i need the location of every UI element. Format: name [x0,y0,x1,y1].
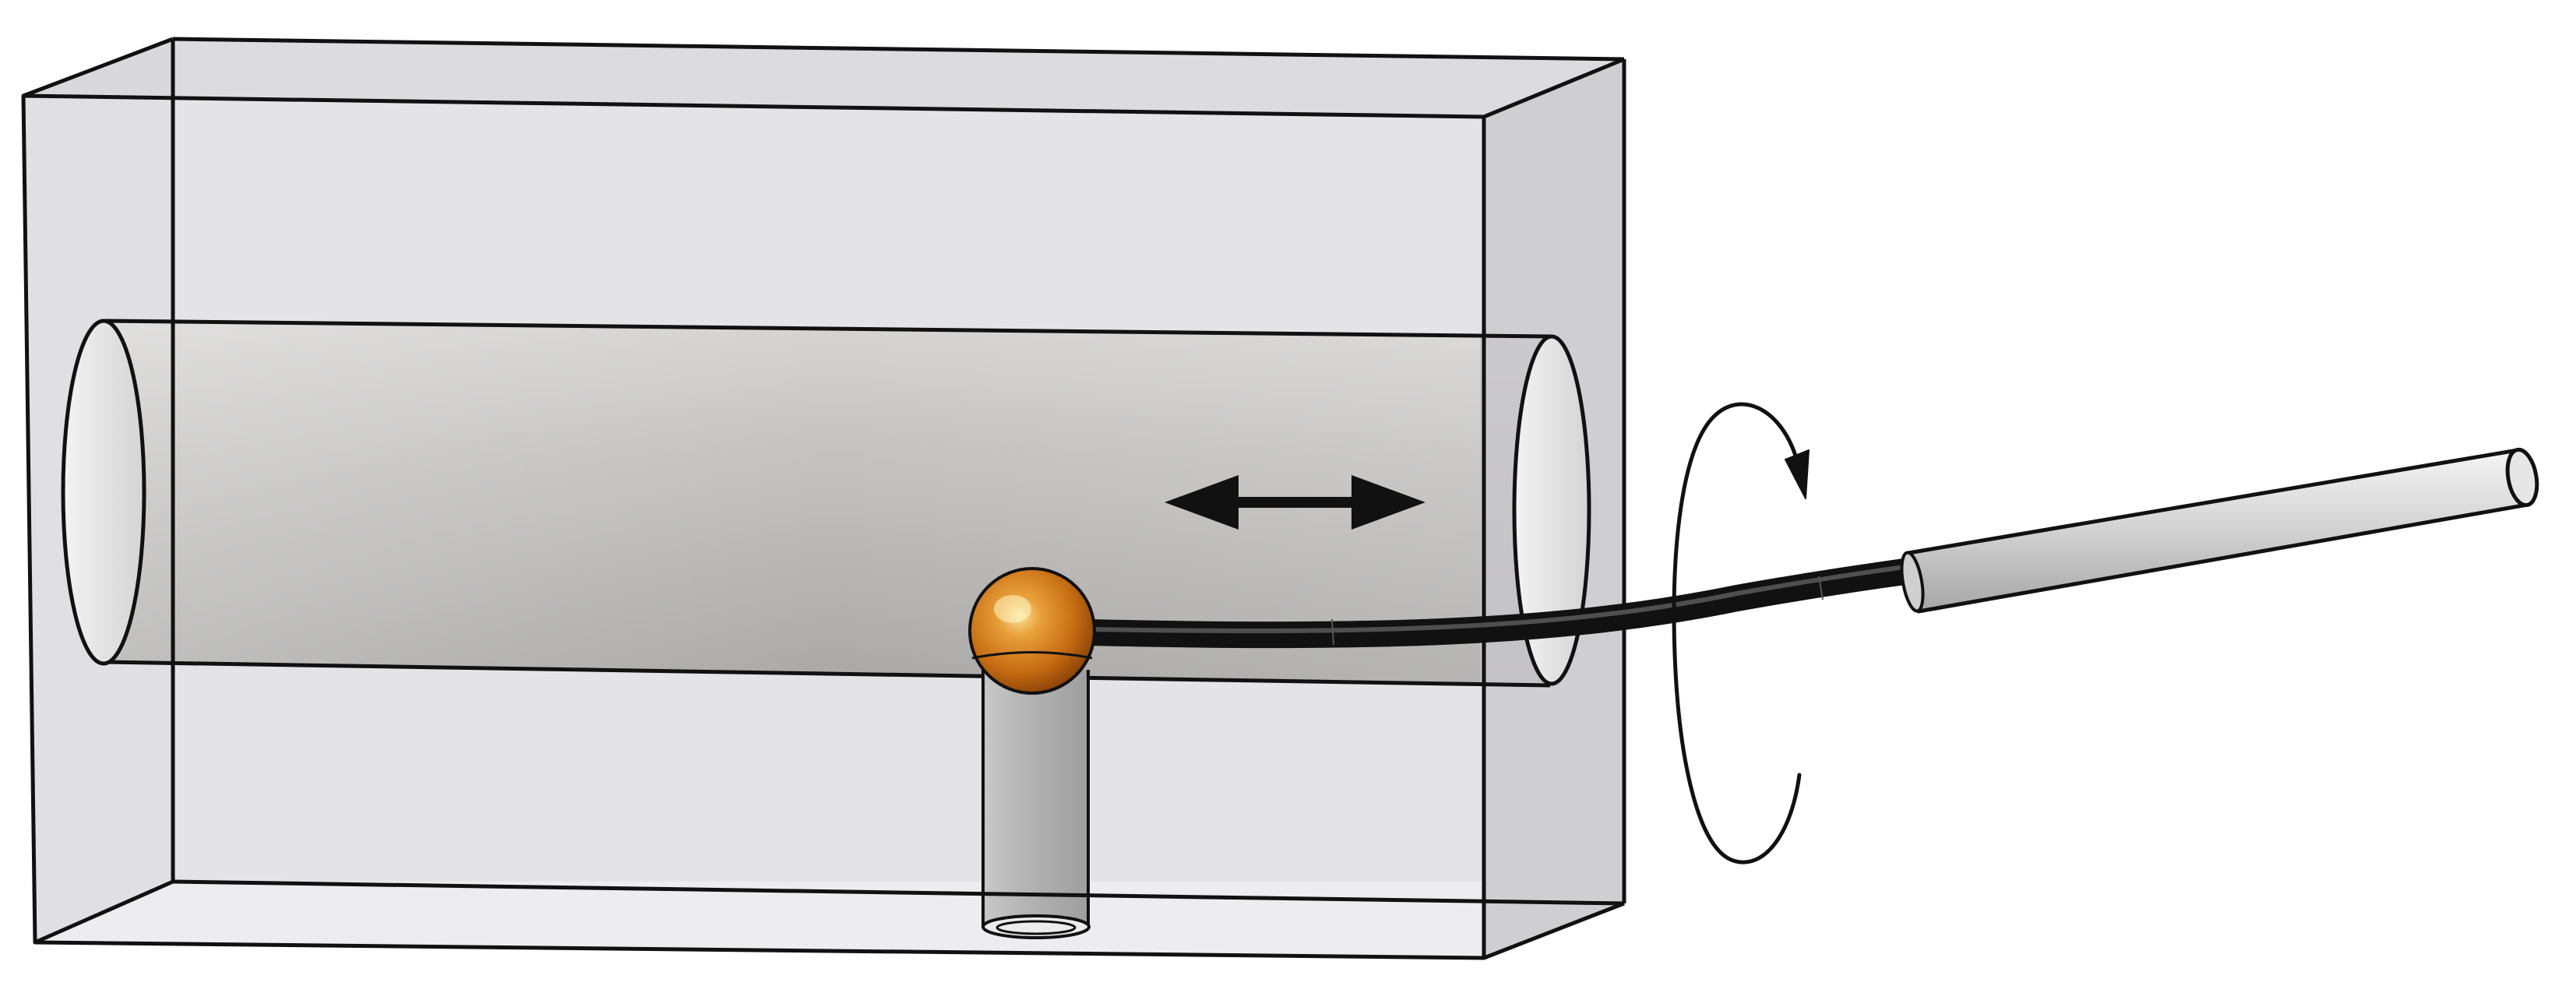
rotation-arrow [1672,402,1810,864]
sphere [968,567,1096,695]
translation-arrow [1165,475,1425,530]
circular-rotation-arrow-icon [1672,402,1802,864]
block-top-face [23,39,1624,117]
bore-right-opening [1512,334,1591,686]
handle-body [1906,448,2530,614]
double-headed-arrow-left-icon [1165,475,1239,530]
copper-ball-icon [968,567,1096,695]
horizontal-bore [61,319,1591,688]
handle [1900,447,2539,614]
bore-left-opening [61,319,146,666]
vertical-port [981,670,1091,939]
cable [1073,557,1929,649]
cable-body [1073,557,1929,649]
block-edges [21,37,1626,960]
handle-end-cap [2505,447,2539,508]
double-headed-arrow-right-icon [1351,475,1425,530]
port-body [983,670,1088,927]
